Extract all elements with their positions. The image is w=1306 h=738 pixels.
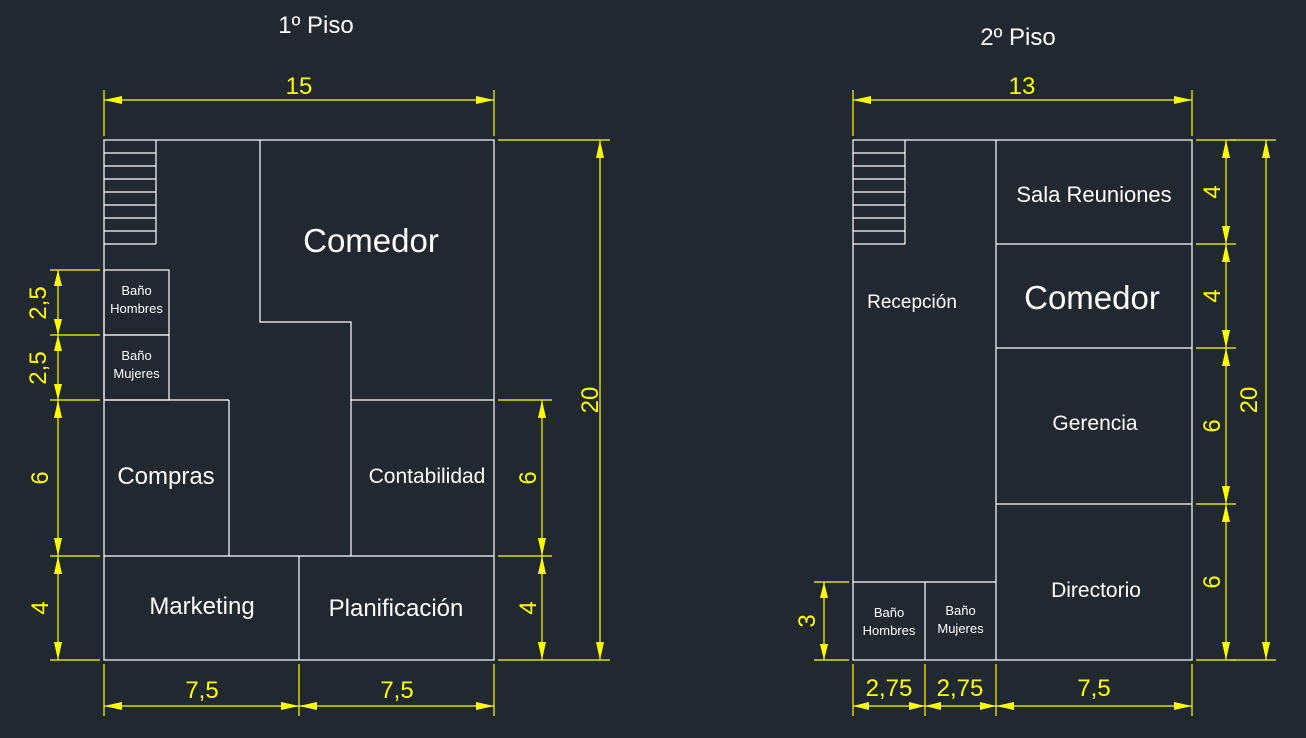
floor-1-plan: 1º Piso Comedor Baño Hombres Baño [25, 12, 610, 716]
svg-text:20: 20 [1236, 387, 1263, 414]
floor-2-room-sala-reuniones: Sala Reuniones [1016, 182, 1171, 207]
floor-1-bano-mujeres-wall [103, 334, 170, 401]
floor-1-room-bano-mujeres: Baño Mujeres [113, 348, 159, 381]
floor-1-room-compras: Compras [117, 463, 214, 490]
svg-text:2,75: 2,75 [937, 675, 984, 702]
floor-1-dim-bottom-chain: 7,5 7,5 [103, 664, 495, 716]
svg-text:20: 20 [577, 387, 604, 414]
svg-text:6: 6 [27, 471, 54, 484]
floor-2-outer-wall [852, 139, 1193, 661]
floor-2-plan: 2º Piso Sala Reuniones Comedor Recepción… [794, 24, 1276, 716]
floor-2-room-comedor: Comedor [1024, 279, 1160, 316]
svg-text:2,75: 2,75 [866, 675, 913, 702]
floor-1-dim-total-height: 20 [498, 139, 610, 661]
floor-2-dim-bottom-chain: 2,75 2,75 7,5 [852, 664, 1193, 716]
floor-2-room-directorio: Directorio [1051, 579, 1141, 602]
floor-2-dim-left: 3 [794, 581, 849, 661]
floor-2-dim-right-chain: 4 4 6 6 [1196, 139, 1236, 661]
svg-text:4: 4 [27, 601, 54, 614]
floor-2-room-recepcion: Recepción [867, 292, 957, 313]
svg-text:7,5: 7,5 [1077, 675, 1110, 702]
floor-1-dim-right-partial: 6 4 [498, 399, 552, 660]
svg-text:2,5: 2,5 [25, 351, 52, 384]
svg-text:6: 6 [515, 471, 542, 484]
floor-1-staircase [104, 140, 157, 245]
floor-2-dim-total-width: 13 [852, 73, 1193, 136]
svg-text:3: 3 [794, 614, 821, 627]
svg-text:13: 13 [1009, 73, 1036, 100]
svg-text:6: 6 [1199, 419, 1226, 432]
floor-2-staircase [853, 140, 906, 245]
floor-2-dim-total-height: 20 [1230, 139, 1276, 661]
floor-1-dim-total-width: 15 [103, 73, 495, 136]
svg-text:15: 15 [286, 73, 313, 100]
floor-2-title: 2º Piso [980, 24, 1055, 51]
floor-1-title: 1º Piso [278, 12, 353, 39]
floor-2-room-bano-hombres: Baño Hombres [863, 605, 916, 638]
floor-1-room-planificacion: Planificación [329, 595, 464, 622]
floor-2-room-bano-mujeres: Baño Mujeres [937, 603, 983, 636]
floor-2-room-gerencia: Gerencia [1052, 412, 1138, 435]
svg-text:6: 6 [1199, 575, 1226, 588]
svg-text:7,5: 7,5 [380, 677, 413, 704]
floor-1-dim-left-chain: 2,5 2,5 6 4 [25, 269, 100, 661]
svg-text:2,5: 2,5 [25, 286, 52, 319]
svg-text:7,5: 7,5 [185, 677, 218, 704]
svg-text:4: 4 [515, 601, 542, 614]
floor-1-room-comedor: Comedor [303, 222, 439, 259]
svg-text:4: 4 [1199, 289, 1226, 302]
floor-1-room-marketing: Marketing [149, 593, 254, 620]
svg-text:4: 4 [1199, 185, 1226, 198]
floor-1-room-bano-hombres: Baño Hombres [110, 283, 163, 316]
floor-1-comedor-wall [259, 140, 352, 556]
floor-1-room-contabilidad: Contabilidad [369, 465, 486, 488]
